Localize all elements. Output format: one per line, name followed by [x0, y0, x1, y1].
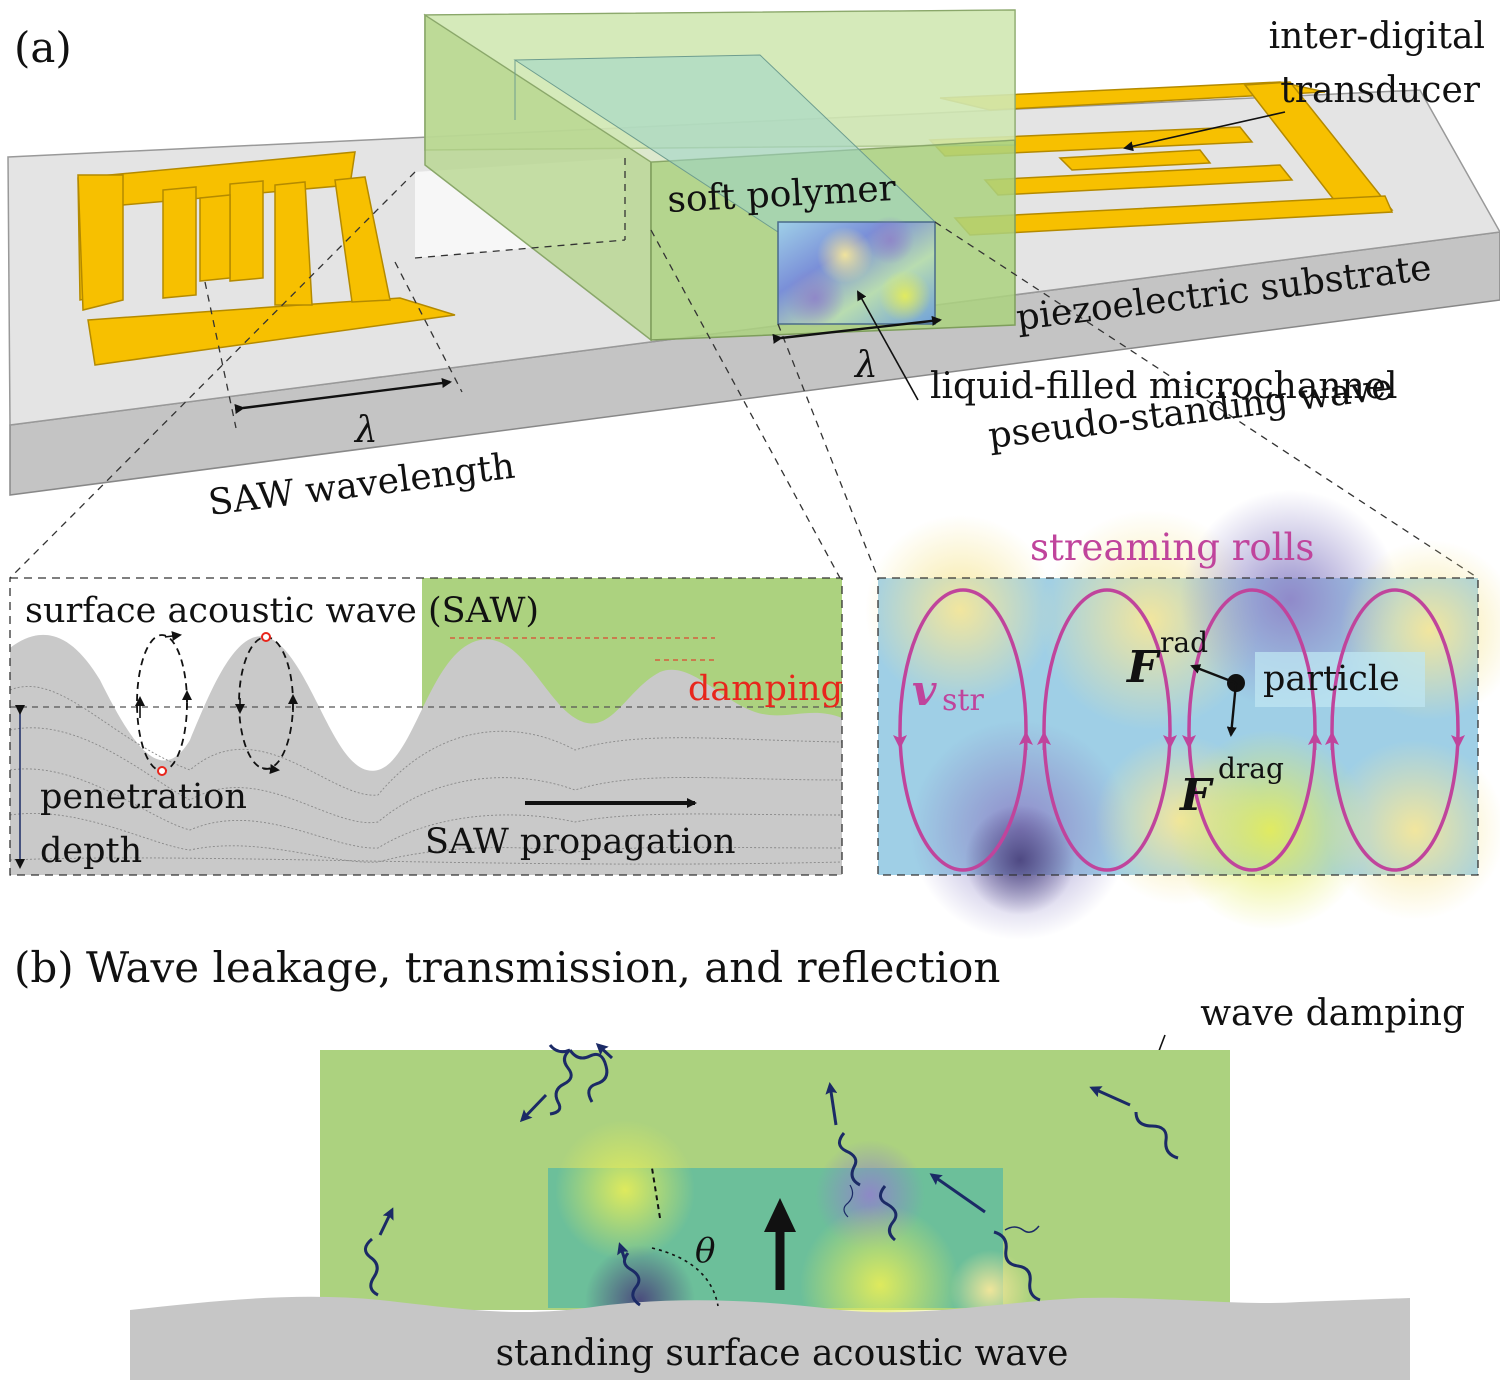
penetration-label-line2: depth	[40, 831, 142, 871]
damping-label: damping	[688, 669, 843, 709]
channel-lambda-label: λ	[853, 345, 878, 386]
streaming-rolls-label: streaming rolls	[1030, 526, 1314, 569]
panel-b-label: (b)	[14, 943, 74, 992]
propagation-label: SAW propagation	[425, 822, 736, 862]
f-drag-symbol: F	[1178, 770, 1214, 821]
standing-saw-label: standing surface acoustic wave	[496, 1333, 1069, 1374]
penetration-label-line1: penetration	[40, 777, 247, 817]
f-drag-superscript: drag	[1218, 752, 1284, 785]
microchannel-cross-section	[778, 216, 935, 328]
f-rad-superscript: rad	[1160, 626, 1208, 659]
panel-a-label: (a)	[14, 23, 72, 72]
saw-lambda-label: λ	[353, 410, 378, 451]
idt-label-line1: inter-digital	[1269, 16, 1485, 57]
panel-b-title: Wave leakage, transmission, and reflecti…	[86, 943, 1000, 992]
v-symbol: v	[912, 666, 937, 715]
wave-damping-label: wave damping	[1200, 993, 1465, 1034]
particle-label: particle	[1263, 659, 1400, 699]
theta-label: θ	[695, 1231, 715, 1271]
saw-title: surface acoustic wave (SAW)	[25, 591, 539, 631]
f-rad-symbol: F	[1125, 642, 1161, 693]
polymer-cross-section	[130, 1050, 1410, 1380]
v-subscript: str	[942, 683, 984, 718]
idt-label-line2: transducer	[1280, 70, 1480, 111]
